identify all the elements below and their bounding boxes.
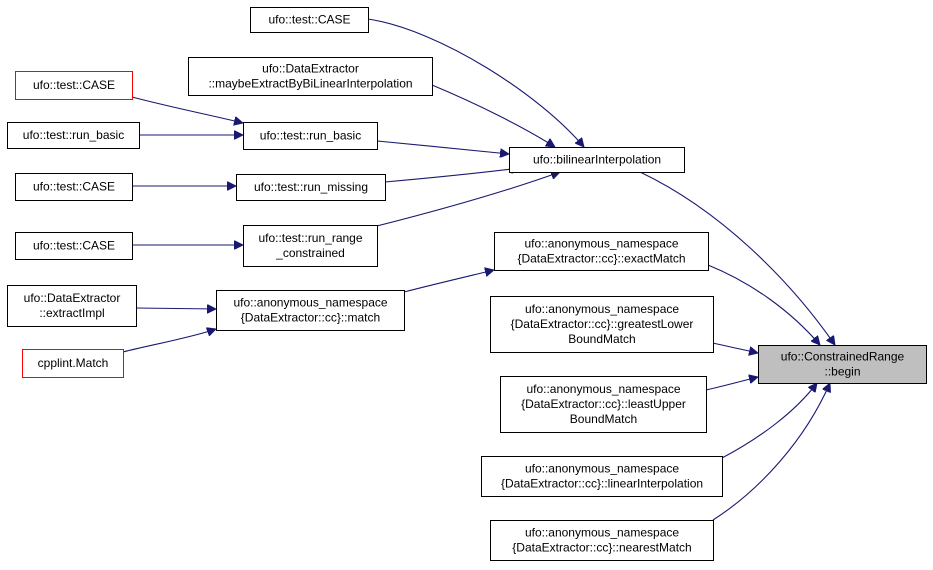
- edge-de_bilinear-to-bilinear: [431, 84, 555, 147]
- node-label-line: {DataExtractor::cc}::nearestMatch: [512, 541, 691, 555]
- node-label-line: BoundMatch: [570, 412, 637, 426]
- node-nearest-match[interactable]: ufo::anonymous_namespace{DataExtractor::…: [490, 520, 714, 561]
- node-box: [490, 296, 714, 353]
- node-box: [15, 173, 133, 201]
- edge-run_basic-to-bilinear: [376, 140, 509, 154]
- node-bilinear[interactable]: ufo::bilinearInterpolation: [509, 147, 685, 173]
- node-box: [243, 225, 378, 267]
- node-box: [490, 520, 714, 561]
- node-label-line: ufo::test::CASE: [268, 13, 350, 27]
- node-exact-match[interactable]: ufo::anonymous_namespace{DataExtractor::…: [494, 232, 709, 271]
- node-label-line: ufo::anonymous_namespace: [525, 526, 679, 540]
- node-box: [15, 232, 133, 260]
- nodes-layer: ufo::test::CASEufo::DataExtractor::maybe…: [7, 7, 927, 561]
- node-label-line: ufo::test::CASE: [33, 78, 115, 92]
- node-box: [188, 57, 433, 96]
- node-label-line: ufo::test::CASE: [33, 239, 115, 253]
- node-label-line: ufo::DataExtractor: [262, 62, 359, 76]
- node-box: [22, 349, 124, 378]
- edges-layer: [122, 18, 835, 521]
- edge-cpplint_match-to-match: [122, 329, 216, 353]
- node-label-line: ::maybeExtractByBiLinearInterpolation: [208, 77, 412, 91]
- edge-bilinear-to-constrained_begin: [639, 171, 835, 345]
- node-label-line: ufo::test::run_missing: [254, 180, 368, 194]
- node-label-line: ufo::test::CASE: [33, 180, 115, 194]
- node-greatest-lower[interactable]: ufo::anonymous_namespace{DataExtractor::…: [490, 296, 714, 353]
- edge-run_range-to-bilinear: [376, 172, 560, 227]
- node-cpplint-match[interactable]: cpplint.Match: [22, 349, 124, 378]
- node-label-line: cpplint.Match: [38, 356, 109, 370]
- node-label-line: {DataExtractor::cc}::exactMatch: [517, 252, 685, 266]
- node-box: [500, 376, 707, 433]
- node-least-upper[interactable]: ufo::anonymous_namespace{DataExtractor::…: [500, 376, 707, 433]
- node-constrained-begin: ufo::ConstrainedRange::begin: [758, 345, 927, 384]
- node-label-line: ufo::test::run_basic: [23, 128, 124, 142]
- edge-least_upper-to-constrained_begin: [705, 377, 758, 391]
- edge-exact_match-to-constrained_begin: [707, 264, 820, 345]
- node-label-line: {DataExtractor::cc}::match: [241, 311, 380, 325]
- node-label-line: ufo::test::run_range: [258, 231, 362, 245]
- node-run-range[interactable]: ufo::test::run_range_constrained: [243, 225, 378, 267]
- node-box: [7, 122, 140, 149]
- node-box: [509, 147, 685, 173]
- node-de-bilinear[interactable]: ufo::DataExtractor::maybeExtractByBiLine…: [188, 57, 433, 96]
- node-run-basic[interactable]: ufo::test::run_basic: [243, 122, 378, 150]
- node-label-line: {DataExtractor::cc}::linearInterpolation: [501, 477, 703, 491]
- node-box: [758, 345, 927, 384]
- node-label-line: BoundMatch: [568, 332, 635, 346]
- node-match[interactable]: ufo::anonymous_namespace{DataExtractor::…: [216, 290, 405, 331]
- node-extract-impl[interactable]: ufo::DataExtractor::extractImpl: [7, 285, 137, 327]
- node-linear-interp[interactable]: ufo::anonymous_namespace{DataExtractor::…: [481, 456, 723, 497]
- node-box: [7, 285, 137, 327]
- node-label-line: ufo::DataExtractor: [24, 291, 121, 305]
- node-case-low[interactable]: ufo::test::CASE: [15, 232, 133, 260]
- node-case-mid[interactable]: ufo::test::CASE: [15, 173, 133, 201]
- edge-extract_impl-to-match: [135, 308, 216, 309]
- edge-nearest_match-to-constrained_begin: [712, 383, 830, 521]
- node-box: [236, 174, 386, 201]
- edge-match-to-exact_match: [403, 270, 494, 293]
- node-label-line: ufo::anonymous_namespace: [526, 382, 680, 396]
- node-label-line: ufo::ConstrainedRange: [781, 350, 905, 364]
- node-label-line: ufo::anonymous_namespace: [524, 237, 678, 251]
- node-box: [243, 122, 378, 150]
- node-label-line: {DataExtractor::cc}::greatestLower: [511, 317, 694, 331]
- edge-case_top-to-bilinear: [367, 18, 584, 147]
- edge-linear_interp-to-constrained_begin: [721, 383, 817, 459]
- edge-case_red-to-run_basic: [131, 96, 243, 123]
- node-box: [250, 7, 369, 33]
- node-label-line: {DataExtractor::cc}::leastUpper: [521, 397, 686, 411]
- node-label-line: ufo::anonymous_namespace: [525, 302, 679, 316]
- node-label-line: ufo::anonymous_namespace: [233, 296, 387, 310]
- edge-greatest_lower-to-constrained_begin: [712, 342, 758, 353]
- node-case-red[interactable]: ufo::test::CASE: [15, 71, 133, 100]
- node-label-line: ufo::bilinearInterpolation: [533, 153, 661, 167]
- node-label-line: ufo::anonymous_namespace: [525, 462, 679, 476]
- node-box: [481, 456, 723, 497]
- node-box: [216, 290, 405, 331]
- node-box: [494, 232, 709, 271]
- node-label-line: ::begin: [824, 365, 860, 379]
- node-run-missing[interactable]: ufo::test::run_missing: [236, 174, 386, 201]
- node-label-line: _constrained: [275, 246, 345, 260]
- node-label-line: ::extractImpl: [39, 306, 104, 320]
- node-box: [15, 71, 133, 100]
- edge-run_missing-to-bilinear: [384, 168, 520, 183]
- node-case-top[interactable]: ufo::test::CASE: [250, 7, 369, 33]
- node-label-line: ufo::test::run_basic: [260, 129, 361, 143]
- node-run-basic-left[interactable]: ufo::test::run_basic: [7, 122, 140, 149]
